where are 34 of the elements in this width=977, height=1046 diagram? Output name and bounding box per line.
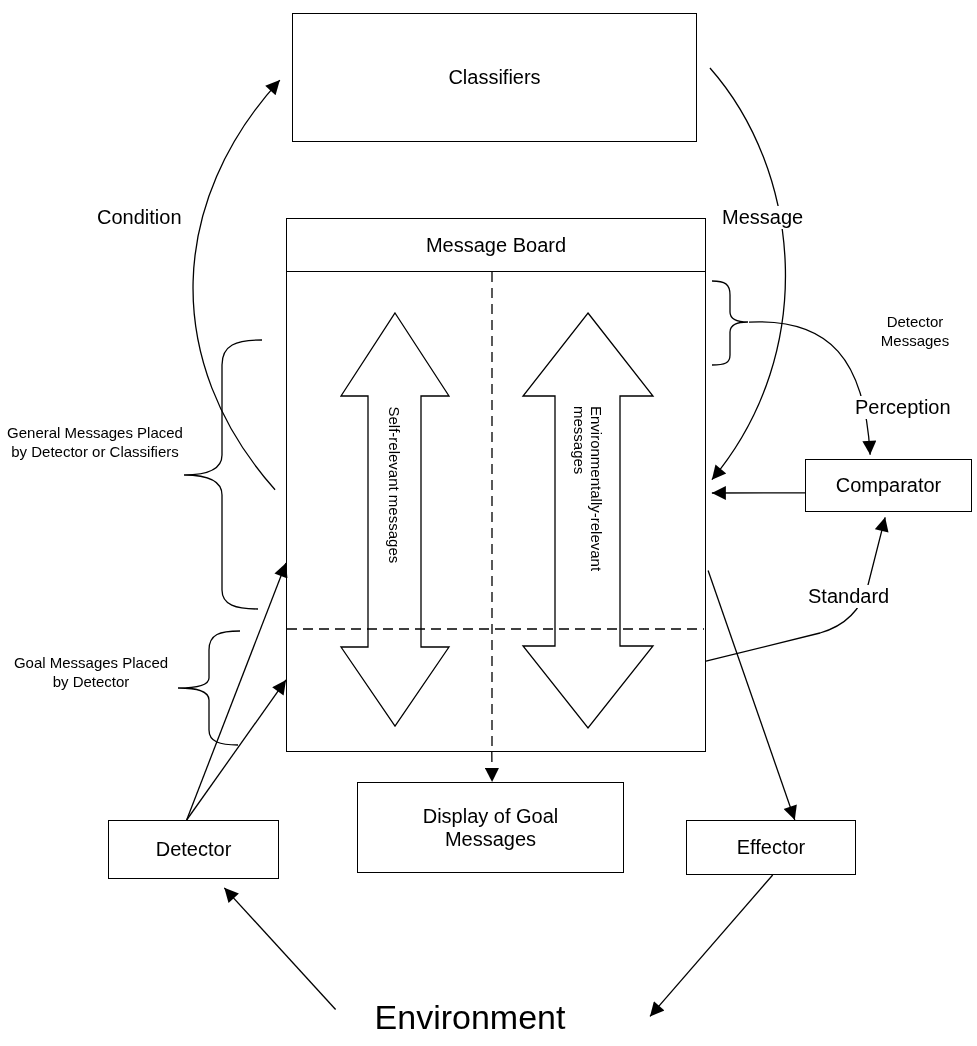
node-text: Environment bbox=[374, 998, 566, 1036]
process-box bbox=[686, 820, 856, 875]
double-arrow bbox=[341, 313, 449, 726]
arrow bbox=[748, 321, 876, 456]
arrow bbox=[223, 887, 337, 1011]
process-box bbox=[108, 820, 279, 879]
box-label: Comparator bbox=[835, 474, 942, 497]
process-box bbox=[805, 459, 972, 512]
board-title: Message Board bbox=[425, 233, 567, 257]
arrow bbox=[709, 67, 786, 481]
annotation-text: Goal Messages Placed by Detector bbox=[12, 654, 170, 692]
process-box bbox=[292, 13, 697, 142]
box-label: Display of Goal Messages bbox=[421, 804, 560, 851]
edge-label: Message bbox=[720, 206, 806, 229]
arrow bbox=[711, 486, 806, 500]
edge-label: Perception bbox=[853, 396, 953, 419]
annotation-text: Detector Messages bbox=[879, 313, 951, 351]
arrow bbox=[484, 751, 499, 783]
annotation-text: General Messages Placed by Detector or Classifiers bbox=[6, 424, 184, 462]
arrow bbox=[707, 569, 797, 821]
arrow bbox=[186, 562, 288, 821]
process-box bbox=[357, 782, 624, 873]
arrow-text: Self-relevant messages bbox=[385, 406, 404, 565]
arrow bbox=[192, 79, 281, 491]
arrow bbox=[649, 874, 774, 1018]
box-label: Detector bbox=[155, 838, 232, 861]
board-panel bbox=[286, 218, 706, 752]
arrow-text: Environmentally-relevant messages bbox=[570, 406, 605, 574]
arrow bbox=[705, 516, 889, 662]
box-label: Effector bbox=[736, 836, 806, 859]
arrow bbox=[186, 679, 287, 821]
curly-brace bbox=[711, 280, 749, 366]
double-arrow bbox=[523, 313, 653, 728]
box-label: Classifiers bbox=[448, 66, 541, 89]
